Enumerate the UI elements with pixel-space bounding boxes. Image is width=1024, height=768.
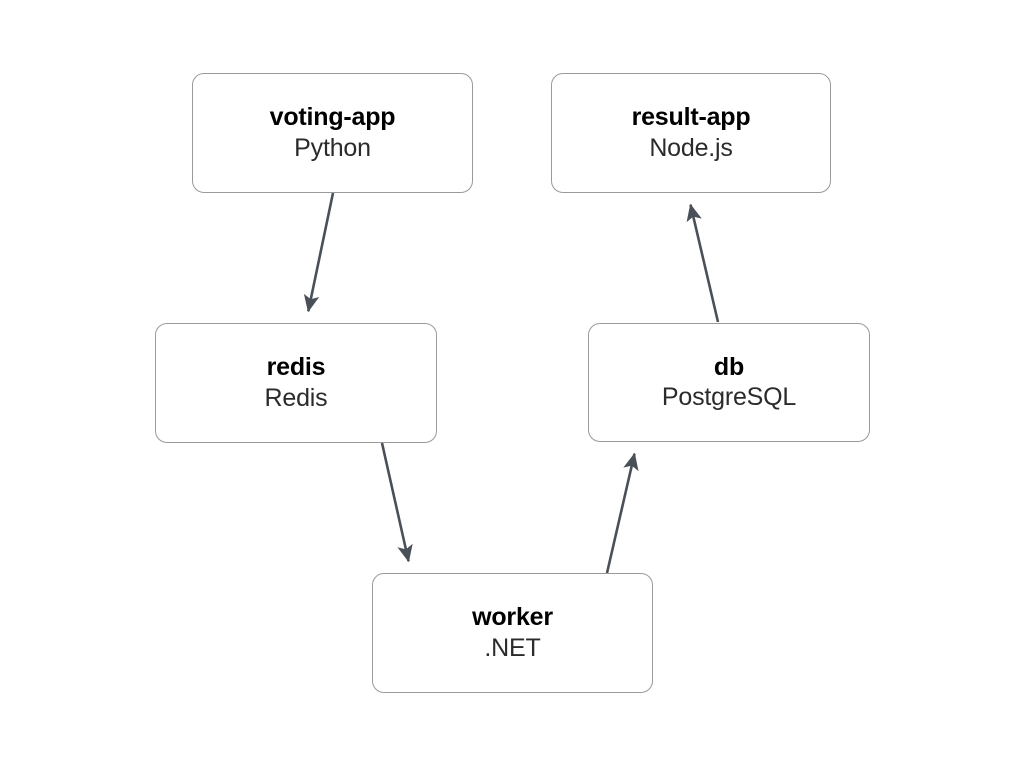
node-result-app[interactable]: result-app Node.js (551, 73, 831, 193)
node-worker[interactable]: worker .NET (372, 573, 653, 693)
node-title: redis (266, 353, 326, 382)
node-subtitle: PostgreSQL (661, 383, 797, 412)
node-subtitle: Node.js (649, 133, 733, 162)
node-subtitle: Python (294, 133, 371, 162)
edge-db-to-result-app (686, 203, 720, 323)
node-title: result-app (631, 103, 751, 132)
node-title: voting-app (269, 103, 396, 132)
node-redis[interactable]: redis Redis (155, 323, 437, 443)
node-title: worker (472, 603, 553, 632)
node-subtitle: Redis (264, 383, 328, 412)
edge-redis-to-worker (380, 442, 413, 563)
node-title: db (713, 352, 745, 381)
node-voting-app[interactable]: voting-app Python (192, 73, 473, 193)
node-subtitle: .NET (484, 633, 541, 662)
node-db[interactable]: db PostgreSQL (588, 323, 870, 442)
edge-voting-app-to-redis (303, 192, 335, 313)
edge-worker-to-db (605, 452, 639, 574)
edges-group (303, 192, 720, 574)
